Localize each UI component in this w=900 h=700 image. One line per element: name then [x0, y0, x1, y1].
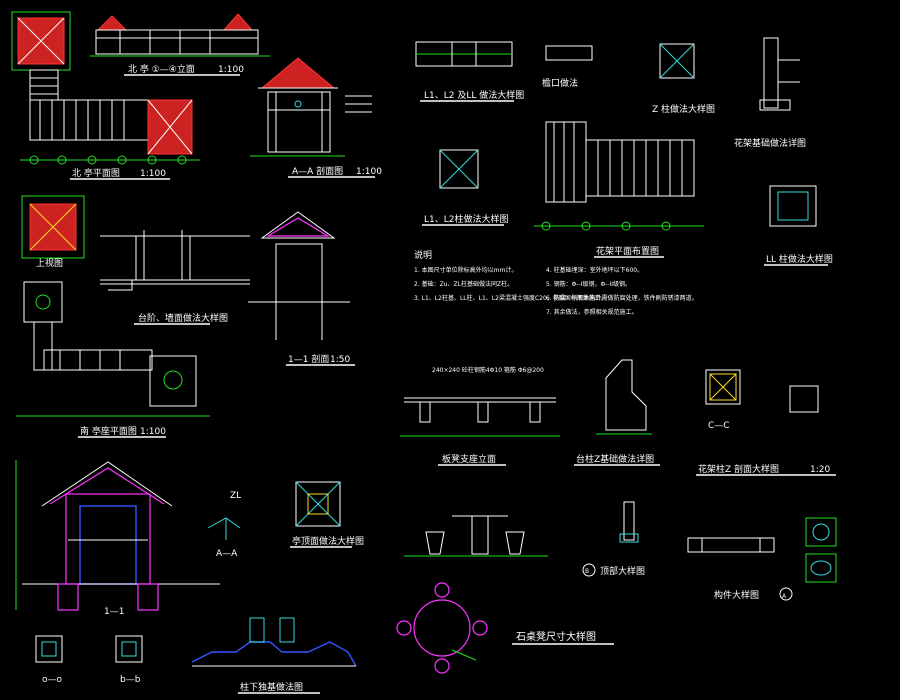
section-aa-title: A—A 剖面图 [292, 165, 343, 177]
roof-plan: 上视图 [21, 195, 85, 269]
stone-table-title: 石桌凳尺寸大样图 [516, 630, 596, 643]
section-11-bottom-title: 1—1 [104, 607, 124, 617]
wall-detail-title: 台阶、墙面做法大样图 [138, 312, 228, 324]
note-right-1: 4. 柱基础埋深：室外地坪以下600。 [546, 266, 643, 274]
foundation: 柱下独基做法图 [191, 617, 357, 694]
z-column-title: Z 柱做法大样图 [652, 103, 715, 115]
note-right-3: 6. 防腐：所有木构件需做防腐处理，铁件刷防锈漆两道。 [546, 294, 698, 302]
elevation-north: 北 亭 ①—④立面 1:100 [11, 11, 270, 76]
table-elevation [404, 515, 548, 557]
pergola-top-label: B [585, 568, 589, 575]
ll-detail-title: LL 柱做法大样图 [766, 253, 833, 265]
section-aa-scale: 1:100 [356, 167, 382, 177]
pillar-footing: 台柱Z基础做法详图 [574, 359, 660, 466]
plan-south-scale: 1:100 [140, 427, 166, 437]
retaining-wall-title: 花架基础做法详图 [734, 137, 806, 149]
note-left-3: 3. L1、L2柱基、LL柱、L1、L2梁混凝土强度C20，参照国标图集施工。 [414, 294, 607, 302]
col-bb-title: b—b [120, 675, 141, 685]
parts-detail: 构件大样图 A [687, 517, 837, 601]
notes-title: 说明 [414, 249, 432, 261]
plan-north: 北 亭平面图 1:100 [20, 69, 200, 180]
elevation-north-title: 北 亭 ①—④立面 [128, 63, 195, 75]
pergola-plan: 花架平面布置图 [534, 121, 704, 258]
ll-detail: LL 柱做法大样图 [764, 185, 833, 266]
dim-section-title: 檐口做法 [542, 77, 578, 89]
pergola-pillar-title: 花架柱Z 剖面大样图 [698, 463, 779, 475]
l1l2-column-title: L1、L2柱做法大样图 [424, 213, 508, 225]
foundation-title: 柱下独基做法图 [240, 681, 303, 693]
section-11-top-title: 1—1 剖面 [288, 353, 329, 365]
section-11-top: 1—1 剖面 1:50 [248, 211, 355, 366]
parts-detail-title: 构件大样图 [714, 589, 759, 601]
pillar-footing-title: 台柱Z基础做法详图 [576, 453, 654, 465]
beam-section: ZL A—A [207, 491, 241, 559]
section-11-top-scale: 1:50 [330, 355, 350, 365]
parts-detail-label: A [782, 593, 787, 600]
note-right-2: 5. 钢筋：Φ--I级钢，Φ--II级钢。 [546, 280, 631, 288]
pergola-top-title: 顶部大样图 [600, 565, 645, 577]
l1l2-column: L1、L2柱做法大样图 [422, 149, 508, 226]
note-left-2: 2. 基础：Zu、ZL柱基础做法同Z柱。 [414, 280, 513, 288]
beam-section-title: A—A [216, 549, 238, 559]
notes: 说明 1. 本图尺寸单位除标高外均以mm计。 2. 基础：Zu、ZL柱基础做法同… [414, 249, 698, 316]
z-column: Z 柱做法大样图 [652, 43, 715, 115]
plan-north-title: 北 亭平面图 [72, 167, 120, 179]
bench-elevation: 240×240 砼柱钢筋4Φ10 箍筋 Φ6@200 板凳支座立面 [400, 366, 560, 466]
stone-table: 石桌凳尺寸大样图 [396, 582, 614, 674]
roof-plan-title: 上视图 [36, 257, 63, 269]
plan-south: 南 亭座平面图 1:100 [16, 281, 210, 438]
pergola-top: B 顶部大样图 [582, 501, 645, 577]
pergola-pillar-scale: 1:20 [810, 465, 830, 475]
plan-south-title: 南 亭座平面图 [80, 425, 137, 437]
note-right-4: 7. 其余做法，参照相关规范施工。 [546, 308, 638, 316]
beam-detail-l1l2-title: L1、L2 及LL 做法大样图 [424, 89, 524, 101]
beam-detail-l1l2: L1、L2 及LL 做法大样图 [415, 41, 524, 102]
pergola-pillar-section: C—C 花架柱Z 剖面大样图 1:20 [696, 369, 836, 476]
col-oo: o—o [35, 635, 63, 685]
note-left-1: 1. 本图尺寸单位除标高外均以mm计。 [414, 266, 517, 274]
retaining-wall: 花架基础做法详图 [734, 37, 806, 149]
col-bb: b—b [115, 635, 143, 685]
beam-section-label: ZL [230, 491, 241, 501]
roof-detail: 亭顶面做法大样图 [290, 481, 364, 548]
elevation-north-scale: 1:100 [218, 65, 244, 75]
col-oo-title: o—o [42, 675, 63, 685]
wall-detail: 台阶、墙面做法大样图 [100, 230, 250, 325]
bench-elevation-note: 240×240 砼柱钢筋4Φ10 箍筋 Φ6@200 [432, 366, 544, 374]
pergola-plan-title: 花架平面布置图 [596, 245, 659, 257]
plan-north-scale: 1:100 [140, 169, 166, 179]
section-11-bottom: 1—1 [15, 460, 220, 617]
section-aa: A—A 剖面图 1:100 [250, 57, 382, 178]
pergola-pillar-label: C—C [708, 421, 730, 431]
bench-elevation-title: 板凳支座立面 [442, 453, 496, 465]
dim-section: 檐口做法 [542, 45, 593, 89]
roof-detail-title: 亭顶面做法大样图 [292, 535, 364, 547]
